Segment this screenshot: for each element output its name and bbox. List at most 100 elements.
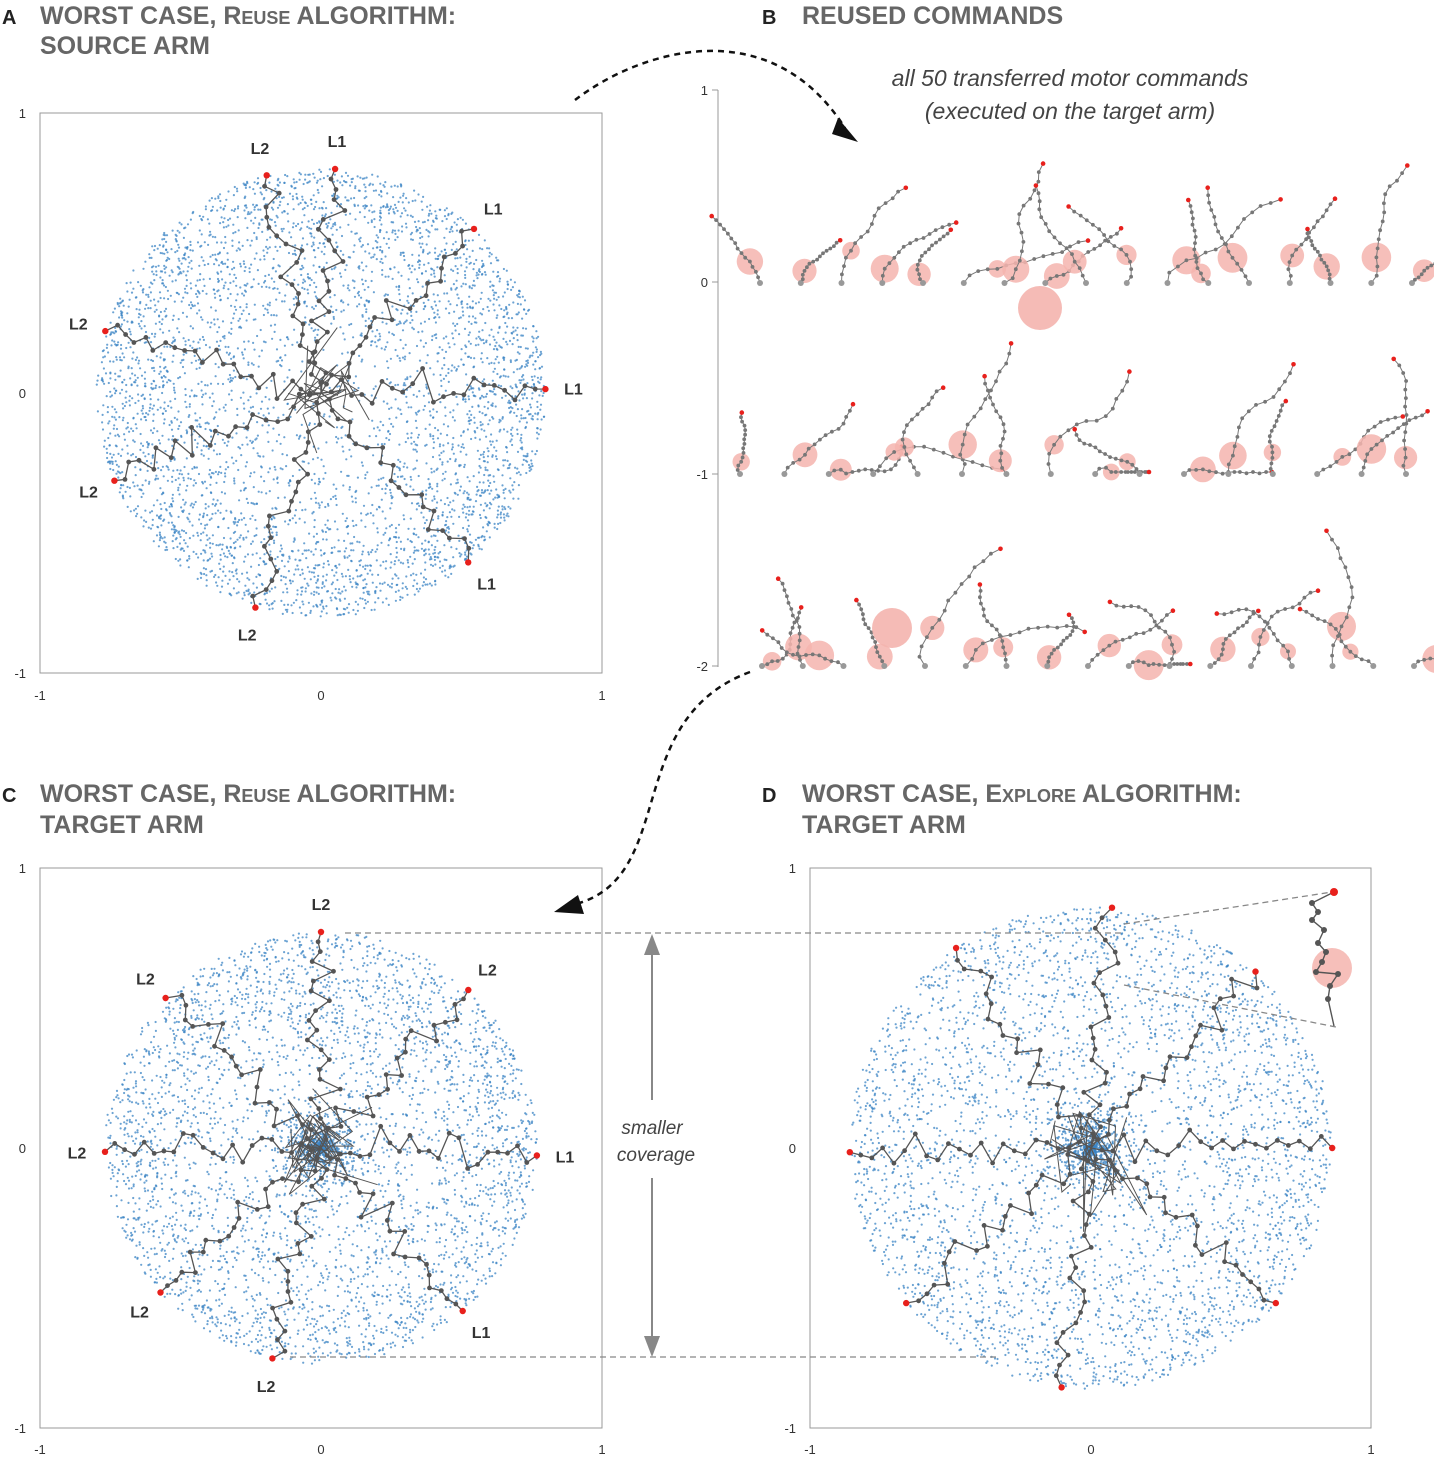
scatter-point: [459, 216, 462, 219]
scatter-point: [226, 556, 229, 559]
scatter-point: [187, 256, 190, 259]
scatter-point: [433, 275, 436, 278]
trajectory-node: [425, 527, 431, 532]
scatter-point: [424, 561, 427, 564]
scatter-point: [288, 308, 291, 311]
scatter-point: [228, 331, 231, 334]
trajectory-node: [383, 298, 389, 303]
scatter-point: [389, 381, 392, 384]
scatter-point: [443, 363, 446, 367]
scatter-point: [539, 403, 543, 406]
scatter-point: [436, 467, 439, 470]
scatter-point: [236, 216, 239, 219]
scatter-point: [210, 552, 213, 555]
scatter-point: [153, 244, 157, 248]
scatter-point: [154, 386, 157, 390]
scatter-point: [254, 438, 257, 441]
scatter-point: [447, 442, 450, 445]
scatter-point: [480, 313, 484, 316]
scatter-point: [411, 562, 414, 565]
scatter-point: [183, 441, 186, 444]
scatter-point: [415, 450, 418, 453]
scatter-point: [177, 515, 180, 519]
scatter-point: [370, 270, 374, 273]
trajectory-node: [502, 387, 507, 393]
scatter-point: [188, 261, 191, 264]
scatter-point: [309, 609, 312, 613]
scatter-point: [279, 245, 282, 248]
scatter-point: [127, 1098, 130, 1101]
scatter-point: [464, 553, 467, 556]
scatter-point: [407, 565, 410, 569]
scatter-point: [268, 1326, 271, 1329]
scatter-point: [482, 396, 485, 399]
arm-posture: [1214, 607, 1296, 669]
scatter-point: [268, 490, 271, 493]
scatter-point: [467, 398, 471, 401]
scatter-point: [470, 553, 473, 556]
scatter-point: [95, 383, 98, 386]
trajectory-node: [207, 443, 213, 448]
scatter-point: [395, 546, 398, 550]
scatter-point: [134, 507, 137, 510]
scatter-point: [259, 191, 262, 194]
scatter-point: [325, 612, 328, 615]
scatter-point: [178, 493, 181, 496]
trajectory-node: [359, 392, 365, 397]
scatter-point: [483, 271, 487, 274]
scatter-point: [496, 513, 500, 516]
scatter-point: [255, 392, 258, 395]
scatter-point: [208, 222, 211, 225]
scatter-point: [493, 362, 496, 365]
scatter-point: [122, 484, 125, 487]
scatter-point: [238, 326, 241, 329]
scatter-point: [181, 365, 185, 369]
panel-c-plot-frame: [39, 867, 603, 1429]
scatter-point: [364, 602, 367, 605]
scatter-point: [339, 599, 342, 602]
scatter-point: [400, 230, 404, 233]
scatter-point: [336, 1038, 339, 1041]
scatter-point: [471, 405, 474, 408]
scatter-point: [265, 492, 268, 495]
trajectory-node: [256, 385, 262, 391]
scatter-point: [403, 462, 406, 465]
scatter-point: [393, 560, 397, 563]
scatter-point: [351, 585, 354, 588]
scatter-point: [341, 590, 344, 593]
scatter-point: [347, 223, 350, 226]
scatter-point: [265, 245, 268, 248]
scatter-point: [318, 265, 321, 268]
scatter-point: [313, 567, 317, 570]
scatter-point: [400, 1316, 403, 1319]
scatter-point: [356, 540, 359, 543]
scatter-point: [186, 247, 189, 250]
scatter-point: [120, 388, 124, 391]
scatter-point: [257, 226, 260, 230]
scatter-point: [344, 268, 347, 271]
scatter-point: [136, 412, 139, 415]
scatter-point: [387, 603, 390, 607]
scatter-point: [219, 553, 222, 557]
scatter-point: [256, 334, 259, 338]
scatter-point: [519, 1171, 522, 1174]
scatter-point: [238, 580, 241, 583]
scatter-point: [473, 284, 476, 287]
scatter-point: [513, 481, 516, 484]
scatter-point: [182, 296, 185, 299]
scatter-point: [201, 318, 204, 321]
scatter-point: [179, 1288, 182, 1291]
scatter-point: [162, 422, 166, 425]
scatter-point: [394, 536, 398, 539]
scatter-point: [103, 382, 106, 385]
scatter-point: [400, 274, 403, 277]
scatter-point: [233, 273, 236, 276]
scatter-point: [151, 367, 154, 370]
scatter-point: [371, 503, 374, 507]
scatter-point: [463, 463, 466, 466]
scatter-point: [308, 423, 311, 427]
scatter-point: [202, 516, 205, 519]
scatter-point: [289, 579, 292, 582]
scatter-point: [195, 466, 198, 469]
scatter-point: [205, 579, 208, 582]
